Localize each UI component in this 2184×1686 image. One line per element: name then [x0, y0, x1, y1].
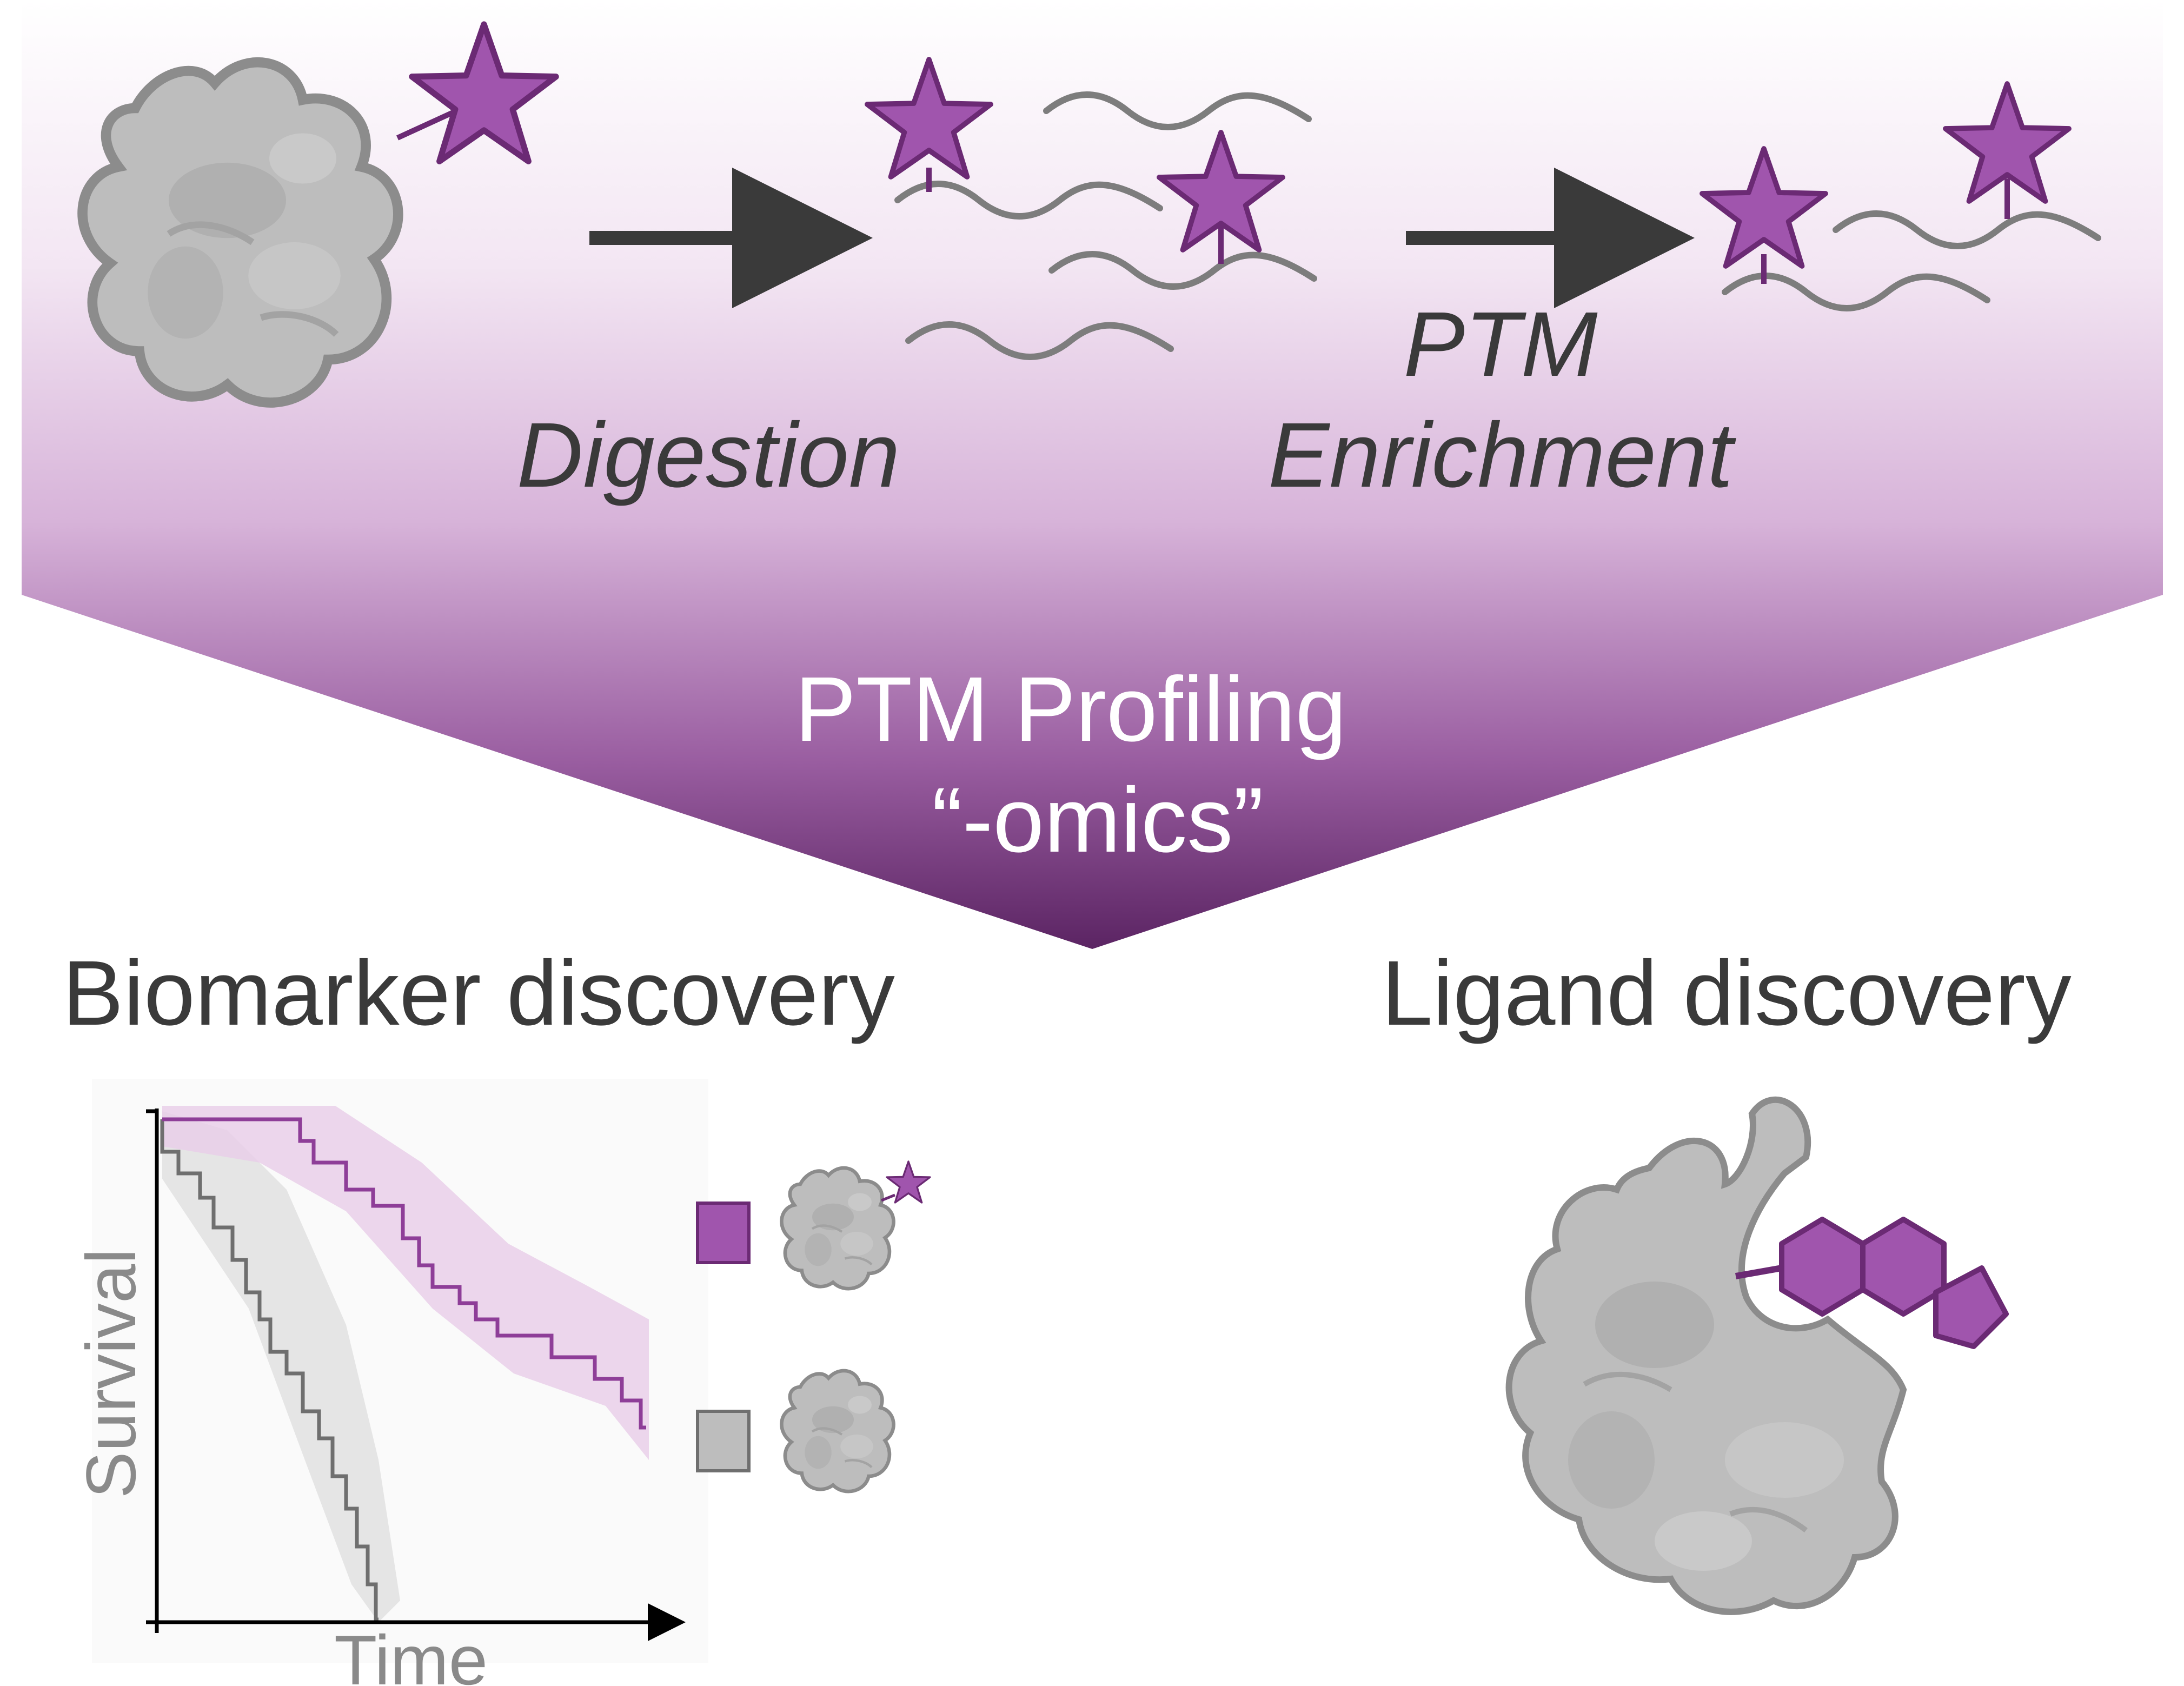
ptm-enrichment-label-line2: Enrichment — [1268, 404, 1737, 507]
legend-swatch-modified — [696, 1202, 751, 1264]
modified-protein — [83, 24, 556, 402]
survival-legend — [696, 1160, 931, 1491]
legend-swatch-unmodified — [696, 1410, 751, 1472]
x-axis-label: Time — [334, 1621, 488, 1686]
y-axis-label: Survival — [71, 1249, 150, 1498]
survival-plot: Survival Time — [71, 1079, 708, 1686]
unmodified-confidence-band — [162, 1111, 400, 1622]
digestion-label: Digestion — [517, 404, 900, 507]
modified-survival-curve — [162, 1117, 646, 1430]
digested-peptides — [894, 91, 1317, 360]
unmodified-survival-curve — [160, 1119, 379, 1622]
ligand-bound-protein — [1505, 1096, 2009, 1615]
banner-title: PTM Profiling — [795, 658, 1346, 761]
modified-protein-icon — [781, 1160, 931, 1289]
ligand-icon — [1779, 1217, 2009, 1349]
biomarker-discovery-title: Biomarker discovery — [62, 942, 895, 1045]
unmodified-protein-icon — [781, 1371, 893, 1491]
modified-confidence-band — [162, 1106, 649, 1460]
ptm-enrichment-label-line1: PTM — [1404, 293, 1598, 396]
banner-subtitle: “-omics” — [932, 769, 1264, 872]
ligand-discovery-title: Ligand discovery — [1382, 942, 2072, 1045]
